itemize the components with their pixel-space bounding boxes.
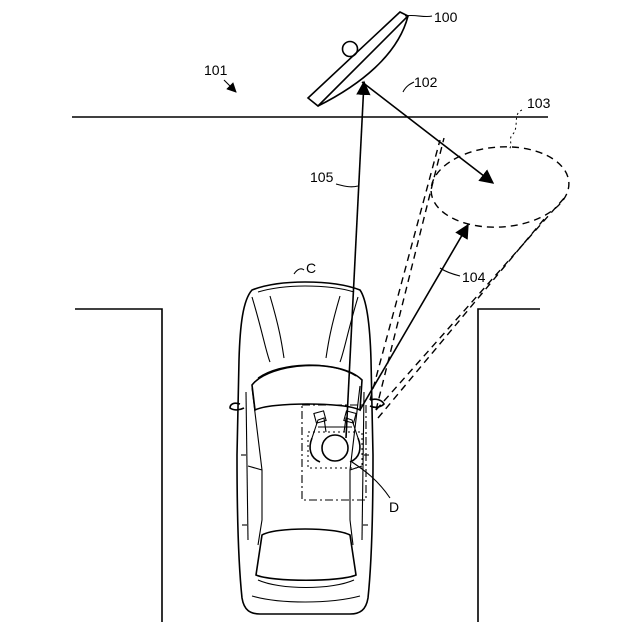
ref-101-text: 101 xyxy=(204,62,228,78)
label-d: D xyxy=(352,462,399,515)
ref-d-text: D xyxy=(389,499,399,515)
ref-105-text: 105 xyxy=(310,169,334,185)
parking-right-boundary xyxy=(478,309,540,622)
display-device xyxy=(308,12,408,106)
label-104: 104 xyxy=(440,268,486,285)
label-103: 103 xyxy=(508,95,551,150)
label-105: 105 xyxy=(310,169,358,187)
ref-100-text: 100 xyxy=(434,9,458,25)
label-100: 100 xyxy=(405,9,458,25)
ref-102-text: 102 xyxy=(414,74,438,90)
ref-104-text: 104 xyxy=(462,269,486,285)
projection-light-arrow xyxy=(360,225,468,410)
label-102: 102 xyxy=(403,74,438,92)
vehicle xyxy=(230,282,384,614)
label-c: C xyxy=(294,260,316,276)
ref-103-text: 103 xyxy=(527,95,551,111)
label-101: 101 xyxy=(204,62,236,92)
reflected-light-arrow xyxy=(362,82,493,183)
parking-left-boundary xyxy=(75,309,162,622)
ref-c-text: C xyxy=(306,260,316,276)
